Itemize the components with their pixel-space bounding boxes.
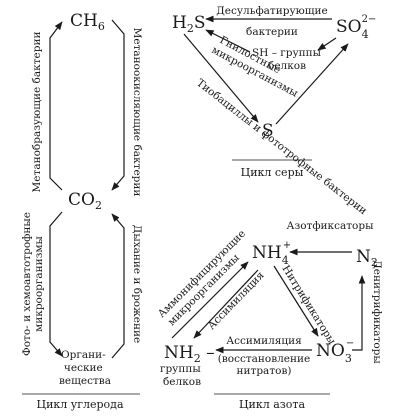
carbon-cycle: CH6 CO2 Органи- ческие вещества Метанобр…: [21, 11, 143, 411]
h2s-to-s-arrow: [183, 33, 259, 123]
nitrification-arrow: [273, 265, 319, 337]
methanogenic-label: Метанобразующие бактерии: [31, 32, 43, 193]
nh4-formula: NH4+: [252, 240, 291, 267]
nitrogen-cycle: NH4+ N2 NO3− NH2 – группы белков Азотфик…: [156, 220, 383, 411]
autotrophs-label-1: Фото- и хемоавтотрофные: [21, 212, 33, 356]
desulfating-label-1: Десульфатирующие: [216, 5, 328, 17]
carbon-cycle-caption: Цикл углерода: [36, 398, 123, 411]
n2-formula: N2: [356, 247, 378, 269]
nitrogen-cycle-caption: Цикл азота: [239, 398, 306, 411]
nitrate-assimilation-label-1: Ассимиляция: [226, 335, 302, 347]
so4-formula: SO42−: [336, 14, 376, 41]
ammonium-assimilation-arrow: [193, 269, 259, 339]
ch4-formula: CH6: [70, 11, 105, 33]
nitrate-assimilation-label-2: (восстановление: [218, 353, 311, 365]
nh2-formula: NH2 –: [164, 343, 215, 365]
no3-formula: NO3−: [316, 338, 354, 365]
co2-formula: CO2: [68, 190, 102, 212]
sh-groups-label-2: белков: [268, 60, 306, 72]
nitrogen-fixers-label: Азотфиксаторы: [287, 220, 374, 232]
sulfur-cycle-caption: Цикл серы: [241, 166, 304, 179]
h2s-formula: H2S: [172, 13, 205, 35]
organic-matter-label: Органи- ческие вещества: [59, 349, 111, 387]
thiobacilli-label: Тиобациллы и фототрофные бактерии: [194, 77, 369, 217]
methanogenic-arrow: [49, 21, 63, 191]
denitrifiers-label: Денитрификаторы: [371, 260, 383, 364]
methane-oxidizing-arrow: [111, 19, 125, 191]
respiration-arrow: [111, 213, 125, 359]
methane-oxidizing-label: Метаноокисляющие бактерии: [131, 28, 143, 197]
sulfur-cycle: H2S SO42− S Десульфатирующие бактерии SH…: [172, 5, 376, 217]
autotrophs-arrow: [49, 211, 63, 357]
respiration-label: Дыхание и брожение: [131, 225, 143, 343]
sh-groups-label-1: SH – группы: [252, 47, 321, 59]
ammonification-arrow: [171, 261, 249, 339]
nh2-groups-label: группы белков: [160, 363, 204, 388]
nitrate-assimilation-label-3: нитратов): [237, 365, 292, 377]
desulfating-label-2: бактерии: [246, 26, 298, 38]
autotrophs-label-2: микроорганизмы: [33, 236, 45, 332]
so4-to-sh-arrow: [317, 37, 337, 51]
s-to-so4-arrow: [275, 43, 349, 125]
putrefactive-arrow: [205, 29, 251, 53]
s-element: S: [262, 121, 274, 141]
denitrification-arrow: [352, 275, 366, 351]
